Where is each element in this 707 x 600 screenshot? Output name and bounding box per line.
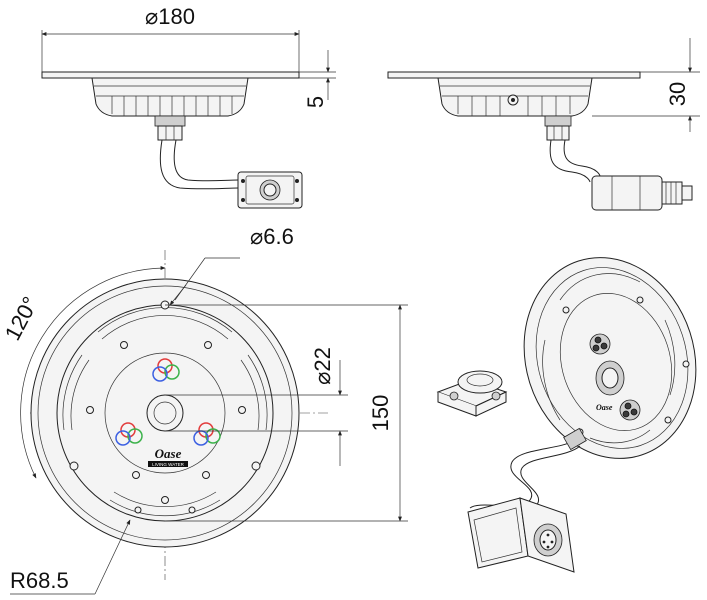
side-plug — [591, 175, 663, 211]
side-view: 30 — [387, 38, 700, 211]
slot-radius-label: R68.5 — [10, 568, 69, 593]
hole-diameter-label: ⌀6.6 — [250, 224, 294, 249]
overall-height-label: 30 — [665, 82, 690, 106]
isometric-view: Oase — [436, 257, 697, 573]
top-view: Oase LIVING WATER ⌀6.6 120° R68.5 ⌀22 15… — [0, 224, 408, 595]
hole-angle-label: 120° — [0, 293, 43, 345]
front-view: ⌀180 — [41, 4, 336, 209]
iso-connector — [467, 497, 575, 573]
svg-text:Oase: Oase — [596, 403, 613, 412]
heat-sink-fins — [111, 96, 233, 116]
body-diameter-label: 150 — [368, 395, 393, 432]
cable-clamp — [436, 370, 508, 417]
brand-tagline: LIVING WATER — [152, 462, 185, 467]
center-bore-label: ⌀22 — [310, 347, 335, 385]
flange-diameter-label: ⌀180 — [145, 4, 195, 29]
brand-logo: Oase — [155, 446, 182, 461]
flange-thickness-label: 5 — [303, 96, 328, 108]
